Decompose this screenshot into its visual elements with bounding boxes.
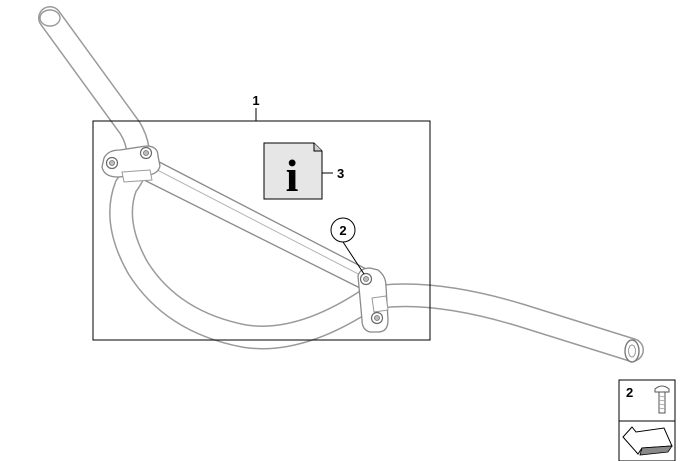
handlebar-body: [39, 7, 643, 361]
callout-3: 3: [337, 166, 344, 181]
info-icon: i: [286, 150, 299, 201]
right-clamp: [357, 267, 389, 333]
callout-1: 1: [252, 93, 259, 108]
legend-part-number: 2: [626, 385, 633, 400]
legend-box: 2: [618, 379, 676, 461]
handlebar-right-end: [624, 339, 640, 363]
callout-2: 2: [339, 223, 346, 238]
handlebar-left-end: [39, 9, 61, 27]
direction-arrow-icon: [622, 426, 673, 456]
screw-callout: 2: [330, 217, 365, 275]
left-clamp: [101, 145, 161, 183]
callout-2-bubble: [330, 217, 356, 243]
screw-leader: [342, 241, 365, 275]
assembly-frame: [92, 120, 431, 341]
handlebar: [38, 6, 644, 363]
info-sheet: i 3: [263, 142, 344, 201]
cross-bar: [127, 151, 373, 289]
screw-icon: [654, 385, 670, 414]
